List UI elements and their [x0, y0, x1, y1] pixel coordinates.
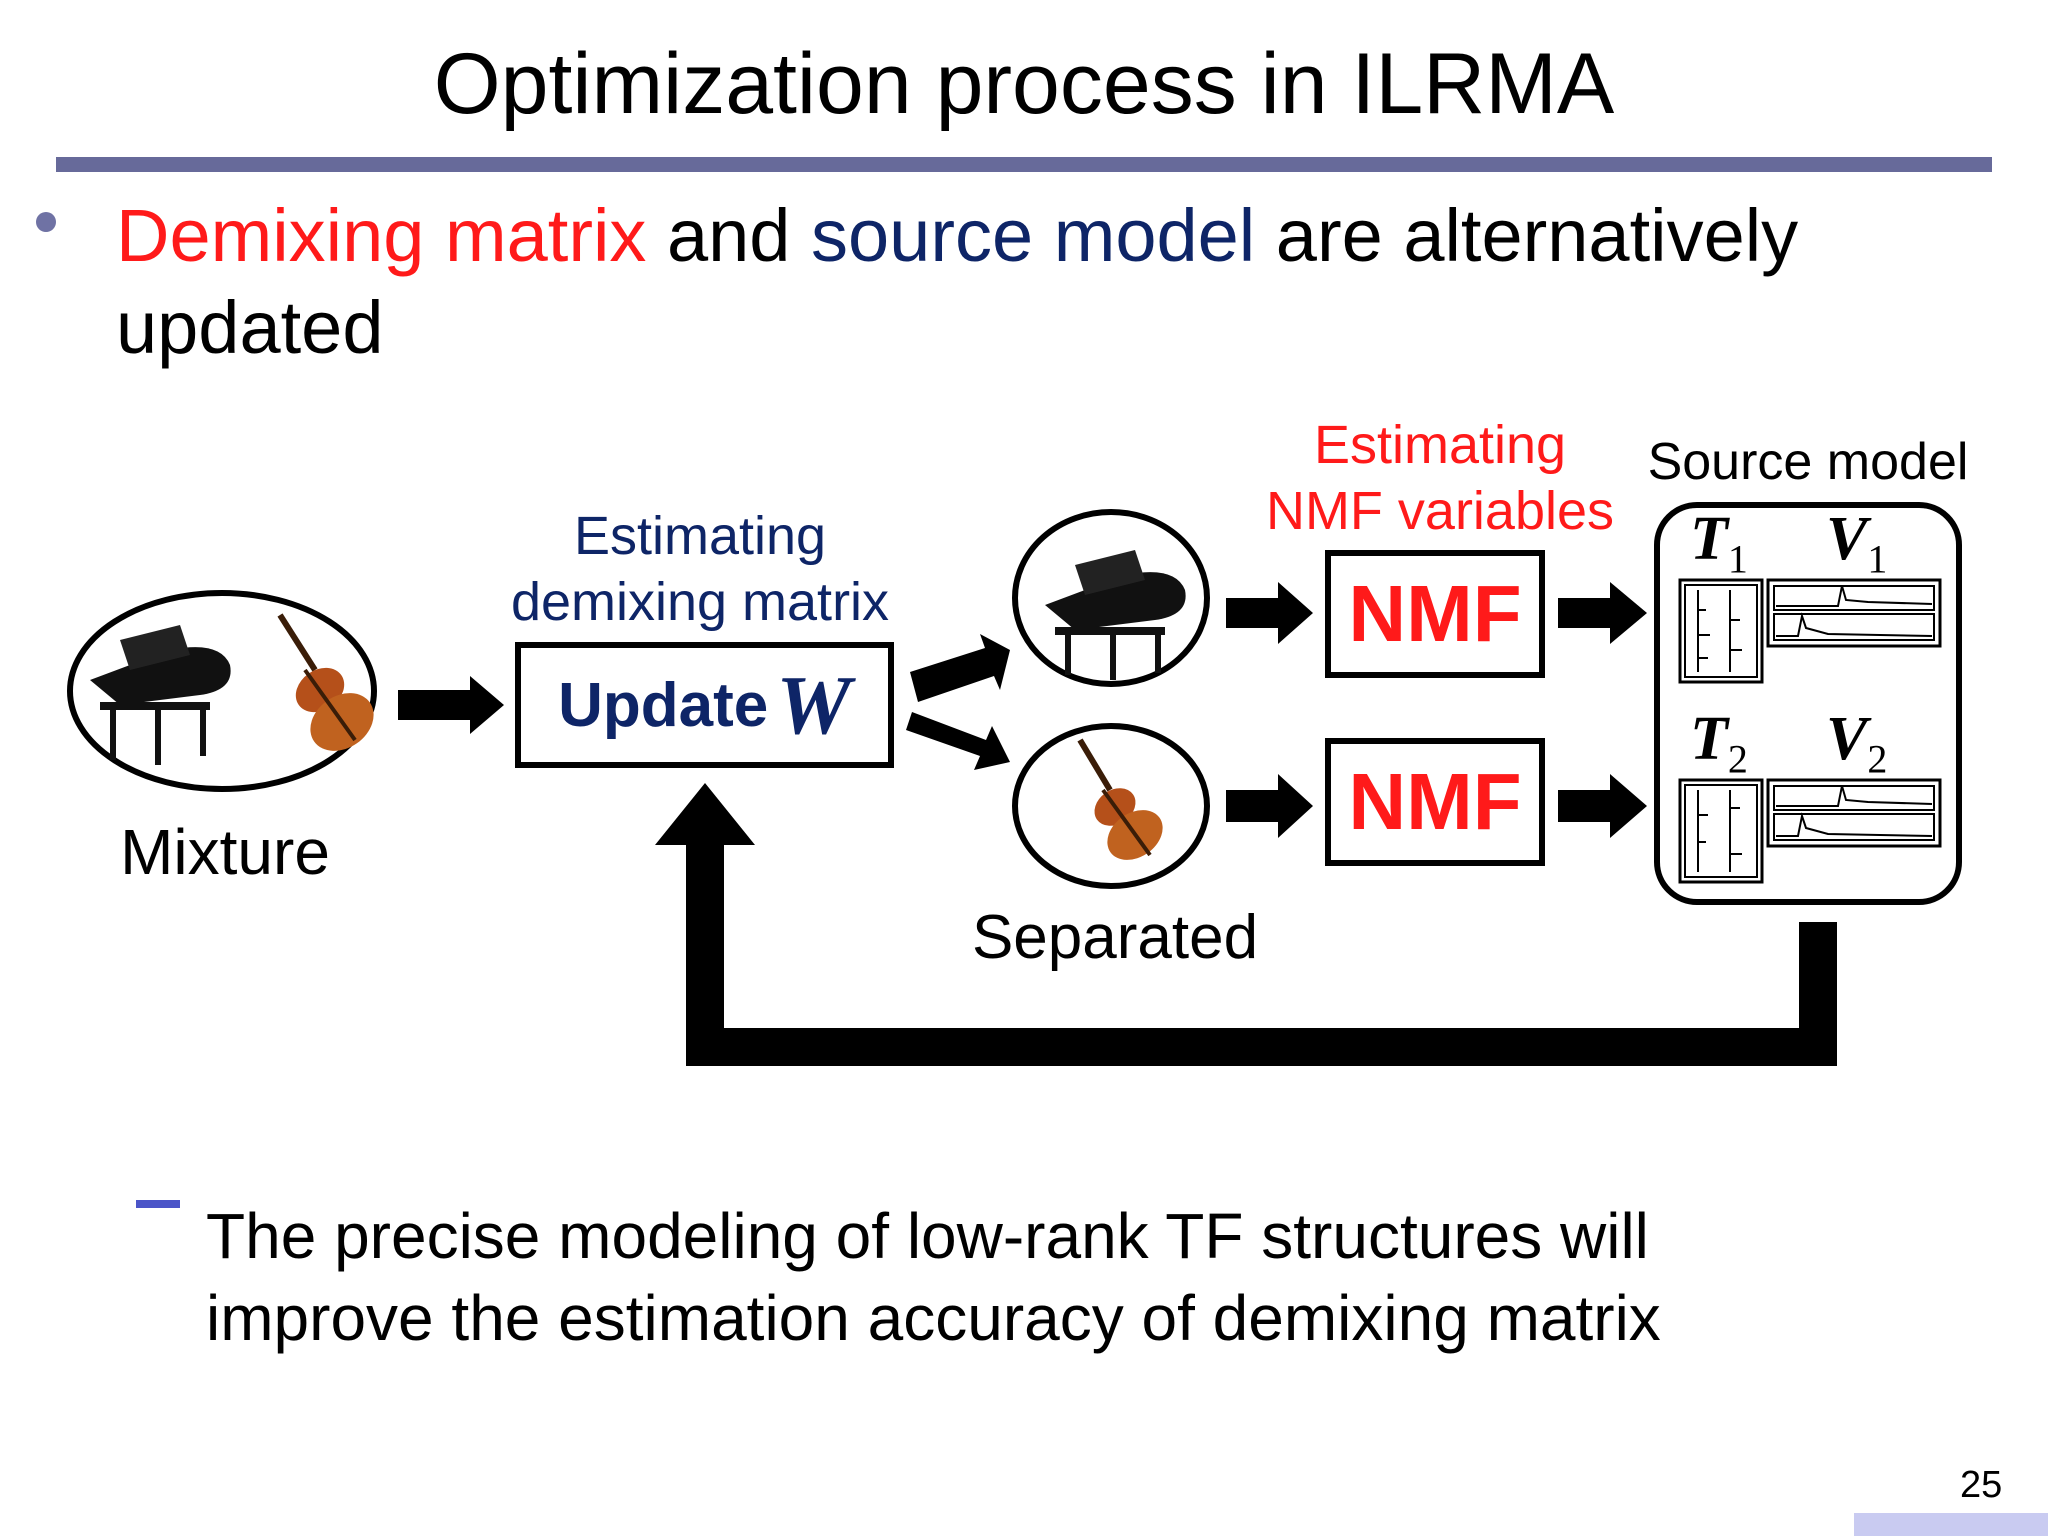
t2-basis-matrix [1678, 778, 1764, 884]
arrow-nmf2-to-source [1558, 774, 1647, 838]
separated-label: Separated [971, 903, 1259, 972]
arrow-mixture-to-update [398, 676, 504, 734]
t2-label: T2 [1690, 705, 1748, 782]
mixture-label: Mixture [120, 816, 330, 888]
estimating-nmf-label: Estimating NMF variables [1265, 415, 1615, 541]
arrow-update-to-piano [910, 634, 1010, 702]
source-model-label: Source model [1647, 433, 1969, 491]
piano-icon [1045, 550, 1186, 680]
v1-activation-matrix [1766, 578, 1942, 648]
v2-label: V2 [1826, 705, 1888, 782]
sub-bullet-dash-icon [136, 1200, 180, 1208]
estimating-demixing-label: Estimating demixing matrix [510, 506, 890, 632]
bullet-demixing-matrix: Demixing matrix [116, 194, 647, 277]
page-number: 25 [1960, 1464, 2003, 1506]
v2-activation-matrix [1766, 778, 1942, 848]
corner-decoration [1854, 1513, 2048, 1536]
feedback-loop-arrow [655, 783, 1837, 1066]
violin-icon [1077, 738, 1163, 860]
w-symbol: W [776, 658, 851, 752]
update-label: Update [558, 670, 769, 740]
nmf-box-1: NMF [1325, 550, 1545, 678]
nmf-box-2: NMF [1325, 738, 1545, 866]
nmf-label: NMF [1348, 569, 1522, 658]
bullet-dot-icon [36, 212, 56, 232]
sub-bullet: The precise modeling of low-rank TF stru… [206, 1200, 1661, 1354]
nmf-label: NMF [1348, 757, 1522, 846]
arrow-nmf1-to-source [1558, 582, 1647, 644]
v1-label: V1 [1826, 505, 1888, 582]
t1-basis-matrix [1678, 578, 1764, 684]
title-rule [56, 157, 1992, 172]
bullet-and: and [646, 194, 812, 277]
arrow-update-to-violin [906, 712, 1010, 770]
t1-label: T1 [1690, 505, 1748, 582]
slide-title: Optimization process in ILRMA [433, 36, 1615, 132]
bullet-rest: are alternatively updated [116, 194, 1799, 369]
violin-icon [277, 613, 374, 751]
piano-icon [90, 625, 231, 765]
arrow-violin-to-nmf2 [1226, 774, 1313, 838]
bullet-source-model: source model [811, 194, 1256, 277]
main-bullet: Demixing matrix and source model are alt… [116, 190, 1996, 374]
arrow-piano-to-nmf1 [1226, 582, 1313, 644]
